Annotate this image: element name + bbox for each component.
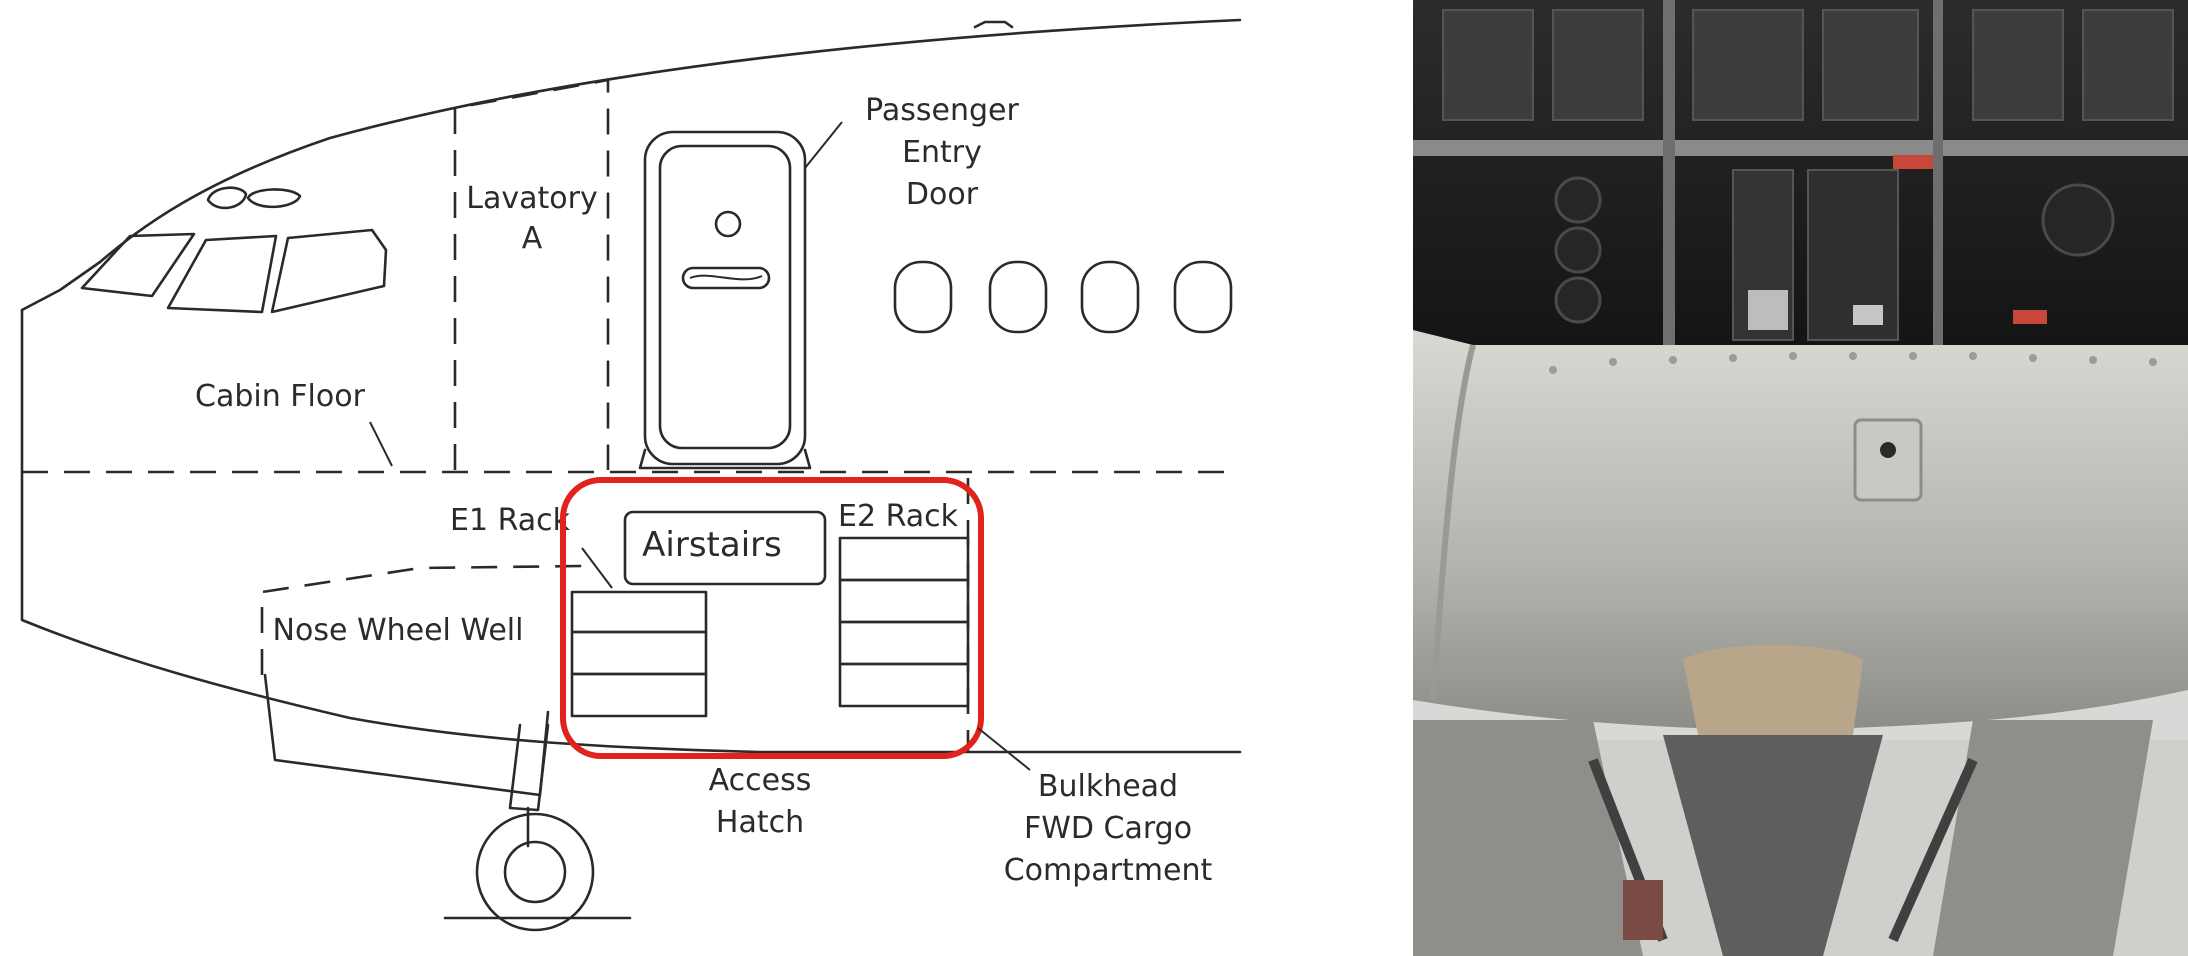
- fuselage-belly: [1413, 330, 2188, 730]
- nose-landing-gear: [263, 673, 632, 932]
- bulkhead-label-1: Bulkhead: [1038, 769, 1178, 804]
- nose-gear-strut: [1663, 735, 1883, 956]
- passenger-entry-door: [638, 130, 812, 470]
- lavatory-label-2: A: [522, 221, 543, 256]
- access-hatch-label-1: Access: [709, 763, 812, 798]
- bulkhead-leader: [977, 727, 1031, 771]
- airstairs-box: [623, 510, 827, 586]
- aircraft-diagram: Lavatory A Passenger Entry Door Cabin Fl…: [20, 18, 1242, 932]
- cabin-windows: [893, 260, 1233, 334]
- fuselage-nose-line: [20, 308, 1242, 754]
- door-label-3: Door: [906, 177, 979, 212]
- e1-rack-label: E1 Rack: [450, 503, 571, 538]
- cockpit-windows: [80, 186, 388, 314]
- door-label-1: Passenger: [865, 93, 1019, 128]
- lavatory-outline: [453, 78, 610, 470]
- bulkhead-label-2: FWD Cargo: [1024, 811, 1192, 846]
- bulkhead-label-3: Compartment: [1004, 853, 1213, 888]
- access-hatch-latch: [1853, 418, 1923, 502]
- diagram-svg: Lavatory A Passenger Entry Door Cabin Fl…: [20, 18, 1242, 932]
- photo-svg: [1413, 0, 2188, 956]
- lavatory-label-1: Lavatory: [466, 181, 597, 216]
- fuselage-antenna: [973, 20, 1014, 29]
- electronics-bay-photo: [1413, 0, 2188, 956]
- electronics-bay-highlight: [560, 477, 984, 759]
- nose-wheel-well-label: Nose Wheel Well: [273, 613, 524, 648]
- airstairs-label: Airstairs: [642, 525, 782, 565]
- e2-rack-label: E2 Rack: [838, 499, 959, 534]
- e2-rack: [838, 536, 970, 708]
- door-label-2: Entry: [902, 135, 982, 170]
- door-leader-line: [804, 121, 843, 169]
- e1-rack-leader: [581, 547, 613, 589]
- cabin-floor-leader: [369, 421, 393, 467]
- fuselage-top-line: [20, 18, 1242, 312]
- cabin-floor-label: Cabin Floor: [195, 379, 366, 414]
- access-hatch-label-2: Hatch: [716, 805, 804, 840]
- e1-rack: [570, 590, 708, 718]
